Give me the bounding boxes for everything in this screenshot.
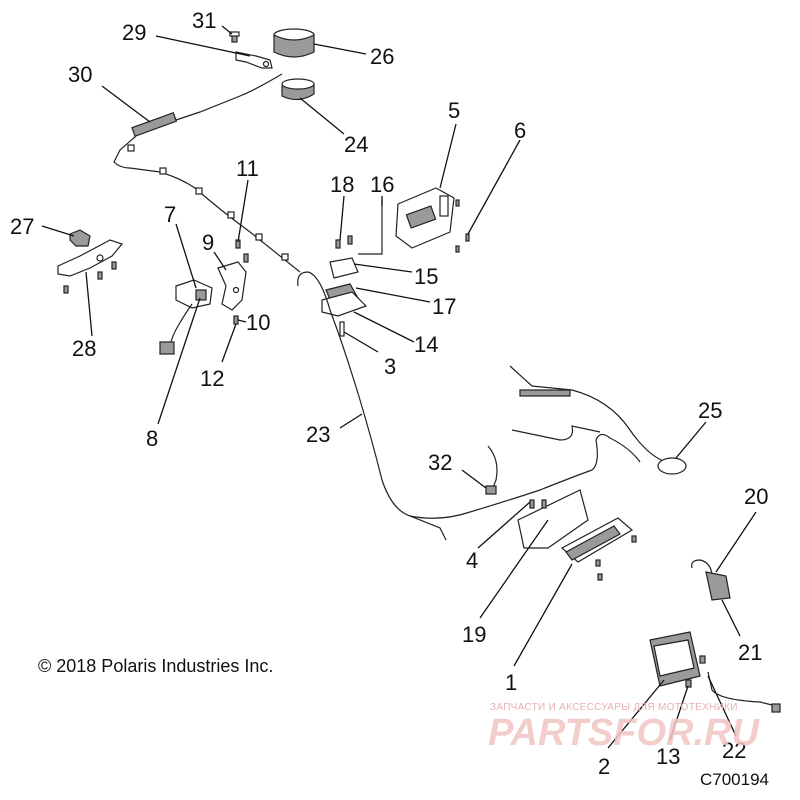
callout-28: 28 (72, 336, 96, 361)
callout-21: 21 (738, 640, 762, 665)
leader-4 (477, 501, 531, 549)
part-23-harness (297, 271, 447, 541)
callout-22: 22 (722, 738, 746, 763)
callout-25: 25 (698, 398, 722, 423)
part-15-17-14-mount (321, 257, 368, 337)
part-6-screw (465, 233, 470, 242)
leader-7 (175, 223, 197, 289)
callout-10: 10 (246, 310, 270, 335)
callout-26: 26 (370, 44, 394, 69)
callout-29: 29 (122, 20, 146, 45)
leader-18 (339, 195, 345, 241)
callout-17: 17 (432, 294, 456, 319)
callout-8: 8 (146, 426, 158, 451)
copyright-notice: © 2018 Polaris Industries Inc. (38, 656, 274, 676)
leader-29 (155, 35, 251, 57)
callout-19: 19 (462, 622, 486, 647)
leader-13 (669, 685, 689, 741)
part-32-cable (485, 425, 601, 495)
callout-14: 14 (414, 332, 438, 357)
part-30-cable (113, 73, 301, 273)
leader-22 (707, 675, 737, 737)
leader-19 (479, 519, 549, 619)
leader-9 (213, 251, 227, 271)
leader-26 (313, 43, 367, 55)
leader-6 (467, 139, 521, 235)
callout-6: 6 (514, 118, 526, 143)
part-9-10-bracket (217, 239, 249, 325)
part-26-cap (273, 28, 315, 58)
watermark-logo: PARTSFOR.RU (488, 712, 759, 754)
callout-3: 3 (384, 354, 396, 379)
leader-25 (675, 421, 707, 459)
watermark-tagline: ЗАПЧАСТИ И АКСЕССУАРЫ ДЛЯ МОТОТЕХНИКИ (490, 702, 738, 713)
callout-24: 24 (344, 132, 368, 157)
callout-15: 15 (414, 264, 438, 289)
leader-5 (439, 123, 457, 189)
callout-30: 30 (68, 62, 92, 87)
leader-24 (299, 97, 345, 135)
leader-8 (157, 297, 201, 425)
part-2-regulator (649, 631, 781, 713)
leader-28 (85, 271, 93, 337)
callout-9: 9 (202, 230, 214, 255)
leader-12 (221, 323, 237, 363)
leader-11 (237, 179, 249, 243)
leader-23 (339, 413, 363, 429)
callout-13: 13 (656, 744, 680, 769)
leader-1 (513, 563, 573, 667)
leader-17 (355, 287, 431, 303)
leader-32 (461, 469, 487, 489)
leader-27 (41, 225, 75, 237)
leader-2 (607, 679, 665, 749)
callout-11: 11 (236, 156, 259, 181)
part-16-wire (358, 200, 383, 255)
callout-16: 16 (370, 172, 394, 197)
leader-10 (237, 319, 247, 323)
leader-15 (353, 263, 413, 273)
callout-2: 2 (598, 754, 610, 779)
callout-7: 7 (164, 202, 176, 227)
callout-20: 20 (744, 484, 768, 509)
callout-4: 4 (466, 548, 478, 573)
part-7-8-sensor (159, 279, 213, 355)
leader-21 (721, 599, 741, 637)
callout-5: 5 (448, 98, 460, 123)
callout-18: 18 (330, 172, 354, 197)
callout-23: 23 (306, 422, 330, 447)
part-1-fuse-block (560, 517, 637, 581)
callout-27: 27 (10, 214, 34, 239)
leader-3 (343, 331, 379, 353)
callout-12: 12 (200, 366, 224, 391)
callout-32: 32 (428, 450, 452, 475)
leader-31 (221, 25, 233, 35)
part-24-horn (281, 78, 315, 101)
part-27-28-bracket (57, 229, 124, 294)
part-18-screws (335, 235, 353, 249)
diagram-code: C700194 (700, 770, 770, 789)
part-25-sensor (509, 365, 687, 475)
leader-30 (101, 85, 151, 123)
leader-20 (715, 511, 757, 573)
callout-31: 31 (192, 8, 216, 33)
leader-14 (353, 311, 415, 343)
part-20-21-switch (691, 559, 731, 601)
callout-1: 1 (505, 670, 517, 695)
part-5-ecu (395, 187, 460, 253)
part-31-screw (229, 31, 240, 43)
part-29-bracket (235, 51, 273, 69)
part-19-bracket (517, 489, 589, 549)
